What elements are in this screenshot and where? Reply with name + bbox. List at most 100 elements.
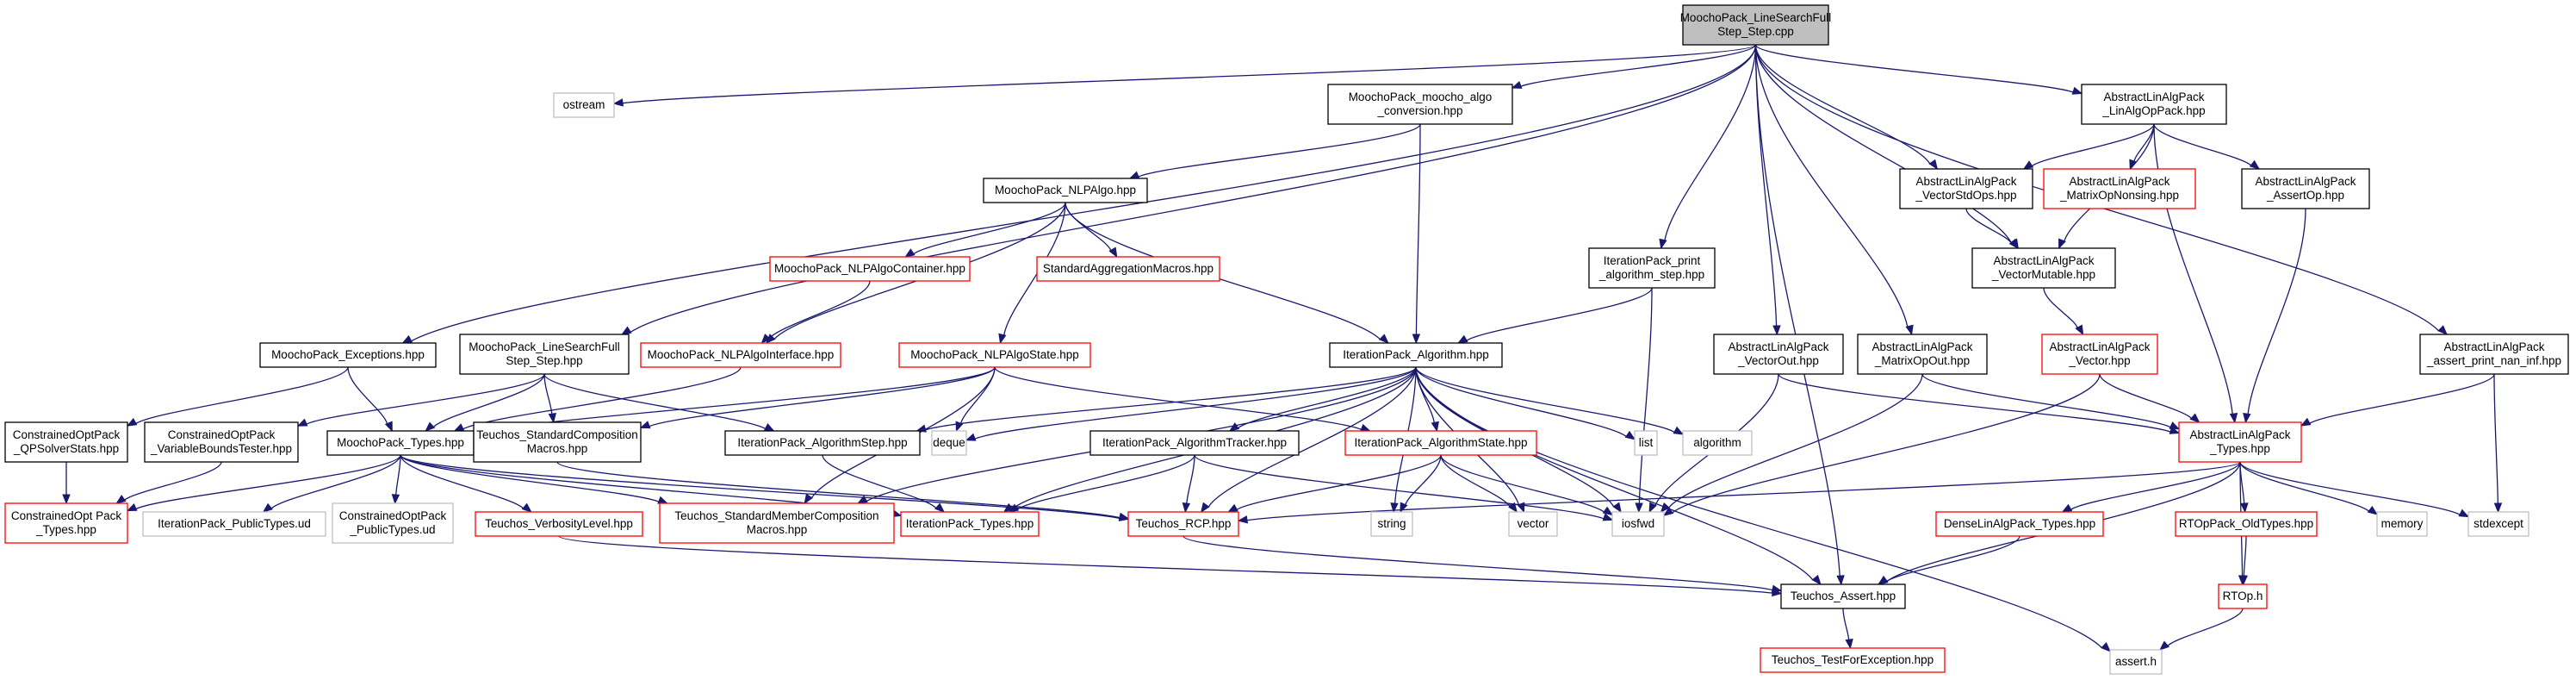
- edge-arrowhead: [2129, 159, 2138, 171]
- edge-arrowhead: [1118, 512, 1130, 521]
- edge-arrowhead: [763, 422, 775, 432]
- edge-nlpalgo-to-nlpalgocont: [913, 202, 1066, 255]
- node-box: [2041, 334, 2158, 375]
- edge-root-to-ostream: [622, 44, 1757, 104]
- edge-root-to-vecmut: [1754, 44, 2012, 244]
- edge-arrowhead: [1128, 171, 1140, 179]
- edge-algostep-to-iptypes: [822, 454, 937, 509]
- node-label: _MatrixOpNonsing.hpp: [2059, 189, 2179, 202]
- edge-arrowhead: [296, 418, 308, 427]
- edge-root-to-tassert: [1754, 44, 1840, 577]
- node-box: [142, 511, 326, 537]
- node-nlpalgoint[interactable]: MoochoPack_NLPAlgoInterface.hpp: [640, 342, 841, 368]
- edge-lsfs_hpp-to-algostep: [543, 373, 767, 430]
- edge-linalgop-to-alptypes: [2153, 123, 2233, 415]
- node-box: [2467, 511, 2529, 537]
- node-rcp[interactable]: Teuchos_RCP.hpp: [1127, 511, 1239, 537]
- edge-arrowhead: [115, 495, 127, 504]
- edge-assertop-to-alptypes: [2247, 208, 2306, 415]
- node-vecstdops[interactable]: AbstractLinAlgPack_VectorStdOps.hpp: [1899, 168, 2033, 209]
- edge-arrowhead: [2240, 502, 2249, 514]
- node-rtopold[interactable]: RTOpPack_OldTypes.hpp: [2175, 511, 2318, 537]
- node-qpsolverstats[interactable]: ConstrainedOptPack_QPSolverStats.hpp: [4, 421, 128, 463]
- node-varbounds[interactable]: ConstrainedOptPack_VariableBoundsTester.…: [144, 421, 299, 463]
- node-label: ConstrainedOptPack: [13, 428, 121, 441]
- node-label: _assert_print_nan_inf.hpp: [2426, 354, 2561, 367]
- node-label: iosfwd: [1622, 517, 1654, 530]
- node-label: IterationPack_AlgorithmStep.hpp: [737, 436, 907, 449]
- node-rtoph[interactable]: RTOp.h: [2218, 583, 2268, 609]
- node-stdaggr[interactable]: StandardAggregationMacros.hpp: [1036, 256, 1220, 282]
- node-iterprint[interactable]: IterationPack_print_algorithm_step.hpp: [1588, 247, 1716, 289]
- node-algo_conv[interactable]: MoochoPack_moocho_algo_conversion.hpp: [1327, 84, 1513, 125]
- edge-mtypes-to-coptypes: [135, 454, 401, 510]
- edge-arrowhead: [916, 424, 928, 433]
- edge-root-to-iterprint: [1664, 44, 1757, 241]
- node-box: [1588, 247, 1716, 289]
- node-tassert[interactable]: Teuchos_Assert.hpp: [1780, 583, 1906, 609]
- node-matopnons[interactable]: AbstractLinAlgPack_MatrixOpNonsing.hpp: [2043, 168, 2196, 209]
- node-mtypes[interactable]: MoochoPack_Types.hpp: [326, 430, 475, 456]
- node-box: [259, 342, 437, 368]
- node-verbosity[interactable]: Teuchos_VerbosityLevel.hpp: [475, 511, 643, 537]
- node-algostate[interactable]: IterationPack_AlgorithmState.hpp: [1344, 430, 1537, 456]
- node-vecmut[interactable]: AbstractLinAlgPack_VectorMutable.hpp: [1971, 247, 2116, 289]
- node-algotracker[interactable]: IterationPack_AlgorithmTracker.hpp: [1089, 430, 1300, 456]
- edge-vecmut-to-vector_hpp: [2043, 287, 2078, 328]
- edge-arrowhead: [2022, 160, 2034, 170]
- node-nlpalgostate[interactable]: MoochoPack_NLPAlgoState.hpp: [898, 342, 1091, 368]
- node-nlpalgocont[interactable]: MoochoPack_NLPAlgoContainer.hpp: [769, 256, 971, 282]
- edge-arrowhead: [401, 334, 413, 344]
- node-label: _PublicTypes.ud: [349, 523, 435, 536]
- node-algostep[interactable]: IterationPack_AlgorithmStep.hpp: [724, 430, 921, 456]
- node-testforexc[interactable]: Teuchos_TestForException.hpp: [1760, 647, 1946, 673]
- edge-arrowhead: [2458, 508, 2470, 518]
- edge-mtypes-to-stdmember: [400, 454, 660, 502]
- edge-arrowhead: [2101, 642, 2111, 652]
- node-vector_hpp[interactable]: AbstractLinAlgPack_Vector.hpp: [2041, 334, 2158, 375]
- edge-arrowhead: [2169, 421, 2181, 430]
- node-alptypes[interactable]: AbstractLinAlgPack_Types.hpp: [2178, 421, 2302, 463]
- node-nlpalgo[interactable]: MoochoPack_NLPAlgo.hpp: [983, 178, 1148, 203]
- edge-lsfs_hpp-to-stdcomp: [543, 373, 553, 415]
- node-iptypesud: IterationPack_PublicTypes.ud: [142, 511, 326, 537]
- node-list: list: [1634, 430, 1658, 456]
- node-printnan[interactable]: AbstractLinAlgPack_assert_print_nan_inf.…: [2419, 334, 2569, 375]
- node-coptypes[interactable]: ConstrainedOpt Pack_Types.hpp: [4, 502, 128, 544]
- edge-arrowhead: [965, 433, 977, 441]
- edge-arrowhead: [1511, 80, 1523, 89]
- node-exceptions[interactable]: MoochoPack_Exceptions.hpp: [259, 342, 437, 368]
- node-label: _VariableBoundsTester.hpp: [150, 442, 292, 455]
- edge-vecout-to-alptypes: [1778, 373, 2171, 433]
- edge-arrowhead: [1877, 576, 1889, 585]
- node-iptypes[interactable]: IterationPack_Types.hpp: [900, 511, 1040, 537]
- edge-rcp-to-tassert: [1182, 535, 1773, 591]
- edge-arrowhead: [612, 98, 624, 107]
- node-matopout[interactable]: AbstractLinAlgPack_MatrixOpOut.hpp: [1857, 334, 1988, 375]
- node-denselap[interactable]: DenseLinAlgPack_Types.hpp: [1935, 511, 2104, 537]
- edge-arrowhead: [1237, 515, 1249, 524]
- edge-algo_conv-to-iteralgo: [1415, 123, 1421, 335]
- node-label: AbstractLinAlgPack: [2103, 90, 2204, 103]
- node-assertop[interactable]: AbstractLinAlgPack_AssertOp.hpp: [2241, 168, 2370, 209]
- node-box: [1780, 583, 1906, 609]
- node-stdmember[interactable]: Teuchos_StandardMemberCompositionMacros.…: [659, 502, 895, 544]
- edge-arrowhead: [62, 494, 71, 505]
- node-iteralgo[interactable]: IterationPack_Algorithm.hpp: [1329, 342, 1503, 368]
- edge-iterprint-to-iosfwd: [1638, 287, 1653, 504]
- edge-rtopold-to-rtoph: [2243, 535, 2247, 577]
- edge-algotracker-to-iosfwd: [1194, 454, 1605, 520]
- node-vecout[interactable]: AbstractLinAlgPack_VectorOut.hpp: [1713, 334, 1844, 375]
- edge-matopout-to-iosfwd: [1667, 373, 1923, 508]
- node-linalgop[interactable]: AbstractLinAlgPack_LinAlgOpPack.hpp: [2081, 84, 2227, 125]
- node-box: [1327, 84, 1513, 125]
- edge-arrowhead: [1360, 423, 1371, 432]
- node-box: [553, 92, 615, 118]
- node-label: MoochoPack_LineSearchFull: [1680, 11, 1832, 24]
- node-box: [1508, 511, 1558, 537]
- node-label: DenseLinAlgPack_Types.hpp: [1944, 517, 2095, 530]
- node-iosfwd: iosfwd: [1611, 511, 1665, 537]
